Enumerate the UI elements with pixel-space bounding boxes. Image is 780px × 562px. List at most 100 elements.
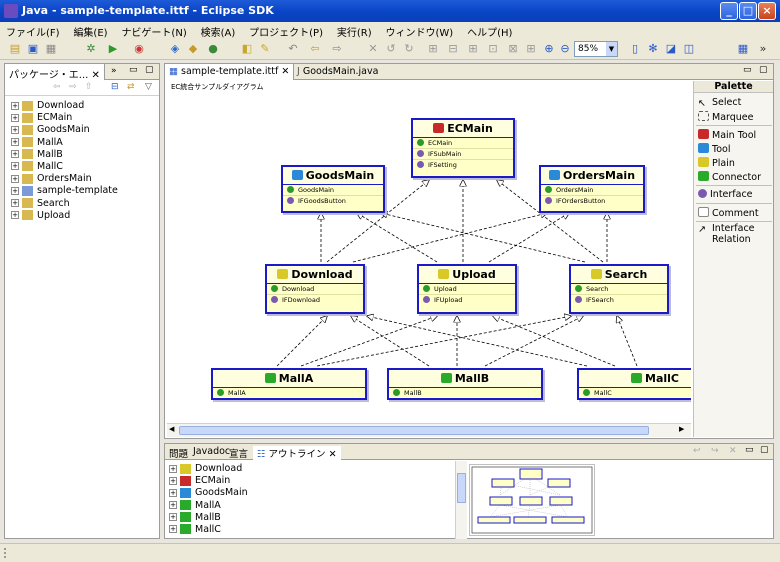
tree-item[interactable]: +sample-template [11,185,118,197]
node-mallc[interactable]: MallC MallC [577,368,691,400]
align-right-icon[interactable]: ⊞ [468,42,478,55]
debug-icon[interactable]: ✲ [86,42,96,55]
tree-item[interactable]: +GoodsMain [11,124,90,136]
menu-edit[interactable]: 編集(E) [73,28,108,39]
save-icon[interactable]: ▣ [27,42,39,55]
close-icon[interactable]: ✕ [325,449,337,460]
back-icon[interactable]: ↩ [693,446,701,456]
palette-tool[interactable]: Tool [698,143,730,155]
run-icon[interactable]: ▶ [108,42,118,55]
more-views-icon[interactable]: » [111,66,117,76]
tree-item[interactable]: +Download [169,463,243,474]
forward-icon[interactable]: ↪ [711,446,719,456]
palette-connector[interactable]: Connector [698,171,761,183]
minimize-view-icon[interactable]: ▭ [129,65,138,75]
palette-interface[interactable]: Interface [698,189,753,200]
tree-item[interactable]: +ECMain [169,475,231,487]
scroll-thumb[interactable] [179,426,649,435]
prev-icon[interactable]: ⇦ [310,42,320,55]
menu-run[interactable]: 実行(R) [336,28,372,39]
menu-file[interactable]: ファイル(F) [6,28,60,39]
close-icon[interactable]: ✕ [91,70,100,81]
export-icon[interactable]: ✻ [648,42,658,55]
vertical-scrollbar[interactable] [455,461,467,539]
print-icon[interactable]: ▦ [45,42,57,55]
back-icon[interactable]: ↶ [288,42,298,55]
generate-icon[interactable]: ◪ [665,42,677,55]
node-search[interactable]: Search Search IFSearch [569,264,669,314]
tree-item[interactable]: +GoodsMain [169,487,248,499]
align-center-icon[interactable]: ⊟ [448,42,458,55]
scroll-right-icon[interactable]: ▶ [679,425,685,433]
next-icon[interactable]: ⇨ [332,42,342,55]
search-icon[interactable]: ✎ [260,42,270,55]
java-editor-icon[interactable]: ▯ [631,42,639,55]
maximize-view-icon[interactable]: ▢ [759,65,768,75]
zoom-out-icon[interactable]: ⊖ [560,42,570,55]
menu-project[interactable]: プロジェクト(P) [249,28,323,39]
new-class-icon[interactable]: ◆ [188,42,198,55]
menu-help[interactable]: ヘルプ(H) [467,28,513,39]
align-top-icon[interactable]: ⊡ [488,42,498,55]
up-icon[interactable]: ⇧ [85,82,93,92]
redo-icon[interactable]: ↻ [404,42,414,55]
palette-comment[interactable]: Comment [698,207,759,219]
new-interface-icon[interactable]: ● [208,42,218,55]
maximize-view-icon[interactable]: ▢ [760,445,769,455]
menu-navigate[interactable]: ナビゲート(N) [121,28,187,39]
explorer-tab[interactable]: パッケージ・エ... ✕ [5,64,105,81]
minimize-view-icon[interactable]: ▭ [743,65,752,75]
chevron-down-icon[interactable]: ▼ [606,42,617,56]
view-menu-icon[interactable]: ▽ [145,82,152,92]
tree-item[interactable]: +MallC [11,160,63,172]
maximize-view-icon[interactable]: ▢ [145,65,154,75]
tree-item[interactable]: +MallA [169,499,221,511]
zoom-combo[interactable]: 85% ▼ [574,41,618,57]
minimize-view-icon[interactable]: ▭ [745,445,754,455]
align-middle-icon[interactable]: ⊠ [508,42,518,55]
open-type-icon[interactable]: ◧ [241,42,253,55]
close-icon[interactable]: ✕ [278,66,290,77]
link-editor-icon[interactable]: ⇄ [127,82,135,92]
copy-icon[interactable]: ◫ [683,42,695,55]
align-bottom-icon[interactable]: ⊞ [526,42,536,55]
horizontal-scrollbar[interactable]: ◀ ▶ [167,423,691,437]
scroll-left-icon[interactable]: ◀ [169,425,175,433]
tab-outline[interactable]: ☷ アウトライン ✕ [253,446,341,460]
tree-item[interactable]: +MallB [11,148,63,160]
menu-window[interactable]: ウィンドウ(W) [385,28,454,39]
node-ordersmain[interactable]: OrdersMain OrdersMain IFOrdersButton [539,165,645,213]
tree-item[interactable]: +Upload [11,209,71,221]
tree-item[interactable]: +MallA [11,136,63,148]
new-package-icon[interactable]: ◈ [170,42,180,55]
align-left-icon[interactable]: ⊞ [428,42,438,55]
tree-item[interactable]: +ECMain [11,112,73,124]
delete-icon[interactable]: ✕ [368,42,378,55]
menu-search[interactable]: 検索(A) [200,28,236,39]
palette-select[interactable]: ↖Select [698,97,742,109]
perspective-icon[interactable]: ▦ [737,42,749,55]
node-download[interactable]: Download Download IFDownload [265,264,365,314]
tab-javadoc[interactable]: Javadoc [193,446,231,457]
tab-declaration[interactable]: 宣言 [229,449,249,460]
tab-goodsmain-java[interactable]: J GoodsMain.java [297,66,379,77]
diagram-canvas[interactable]: EC統合サンプルダイアグラム [167,81,691,421]
node-upload[interactable]: Upload Upload IFUpload [417,264,517,314]
forward-icon[interactable]: ⇨ [69,82,77,92]
palette-marquee[interactable]: Marquee [698,111,754,123]
collapse-all-icon[interactable]: ⊟ [111,82,119,92]
palette-plain[interactable]: Plain [698,157,735,169]
palette-main-tool[interactable]: Main Tool [698,129,756,141]
tree-item[interactable]: +Search [11,197,70,209]
scroll-thumb[interactable] [457,473,466,503]
more-icon[interactable]: » [759,42,767,55]
tree-item[interactable]: +MallC [169,523,221,535]
minimize-button[interactable]: _ [720,2,738,20]
node-malla[interactable]: MallA MallA [211,368,367,400]
close-button[interactable]: × [758,2,776,20]
tab-problems[interactable]: 問題 [169,449,189,460]
diagram-overview[interactable] [469,464,595,536]
node-mallb[interactable]: MallB MallB [387,368,543,400]
new-icon[interactable]: ▤ [9,42,21,55]
